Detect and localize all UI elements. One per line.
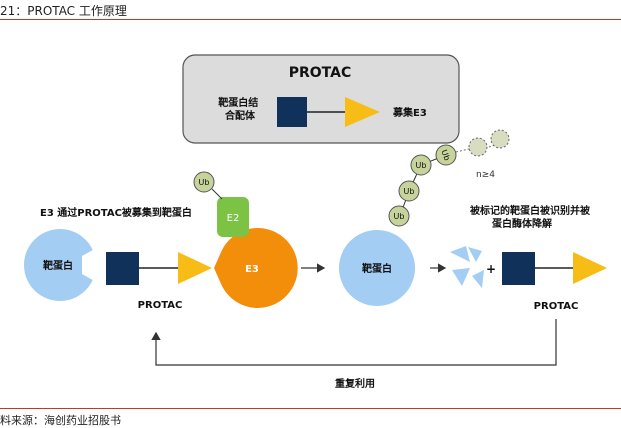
figure-caption: 21：PROTAC 工作原理 xyxy=(0,4,127,18)
source-note: 料来源：海创药业招股书 xyxy=(0,414,121,427)
bottom-rule xyxy=(0,408,621,409)
protac-triangle-step1 xyxy=(178,252,212,284)
e3-ligase xyxy=(214,227,298,308)
protac-label-step1: PROTAC xyxy=(138,300,183,311)
ubiquitin-dashed-1 xyxy=(468,137,488,157)
e2-enzyme xyxy=(217,197,249,237)
protac-square-step3 xyxy=(502,252,535,285)
protac-definition-box: PROTAC 靶蛋白结 合配体 募集E3 xyxy=(182,54,460,144)
target-protein-step2 xyxy=(339,230,415,306)
ubiquitin-4 xyxy=(435,144,457,166)
recycle-arrow xyxy=(151,319,557,366)
target-protein-step1 xyxy=(23,229,93,301)
ub-chain-bonds xyxy=(399,154,447,217)
target-ligand-label: 靶蛋白结 合配体 xyxy=(218,96,261,122)
step2-ubiquitination: 靶蛋白 Ub Ub Ub Ub n≥4 xyxy=(339,129,510,306)
target-ligand-label-line1: 靶蛋白结 xyxy=(218,96,258,109)
target-label-step1: 靶蛋白 xyxy=(43,259,73,272)
recycle-loop: 重复利用 xyxy=(151,319,557,390)
plus-sign: + xyxy=(486,262,496,276)
ub-label-4: Ub xyxy=(439,148,451,161)
target-ligand-square xyxy=(277,97,307,127)
step3-degradation: 被标记的靶蛋白被识别并被 蛋白酶体降解 + PROTAC xyxy=(450,204,607,312)
ub-label-2: Ub xyxy=(404,187,415,196)
ub-bond-dashed-1 xyxy=(455,147,474,153)
n-ge-4-label: n≥4 xyxy=(476,170,495,180)
step3-caption-line1: 被标记的靶蛋白被识别并被 xyxy=(470,204,591,217)
ubiquitin-dashed-2 xyxy=(490,129,510,149)
degraded-fragments xyxy=(450,246,484,288)
ubiquitin-1 xyxy=(388,205,410,227)
ubiquitin-step1 xyxy=(193,171,215,193)
protac-label-step3: PROTAC xyxy=(534,301,579,312)
ubiquitin-2 xyxy=(398,180,420,202)
recycle-label: 重复利用 xyxy=(335,377,375,390)
target-label-step2: 靶蛋白 xyxy=(362,262,392,275)
step3-caption-line2: 蛋白酶体降解 xyxy=(492,217,552,230)
step1-caption: E3 通过PROTAC被募集到靶蛋白 xyxy=(40,206,192,219)
recruit-e3-label: 募集E3 xyxy=(392,106,427,119)
step1-ternary-complex: E3 通过PROTAC被募集到靶蛋白 靶蛋白 PROTAC E3 E2 Ub xyxy=(23,171,298,311)
e2-label: E2 xyxy=(227,213,240,224)
protac-square-step1 xyxy=(106,252,139,285)
top-rule xyxy=(0,19,621,20)
ub-bond-step1 xyxy=(211,188,223,200)
ub-chain: Ub Ub Ub Ub xyxy=(388,129,510,227)
ub-label-1: Ub xyxy=(394,212,405,221)
target-ligand-label-line2: 合配体 xyxy=(224,109,256,122)
e3-label: E3 xyxy=(245,264,259,275)
protac-triangle-step3 xyxy=(573,252,607,284)
protac-box-title: PROTAC xyxy=(289,65,352,81)
e3-ligand-triangle xyxy=(345,97,380,127)
ubiquitin-3 xyxy=(410,154,432,176)
step3-caption: 被标记的靶蛋白被识别并被 蛋白酶体降解 xyxy=(470,204,593,230)
ub-label-step1: Ub xyxy=(199,178,210,187)
ub-label-3: Ub xyxy=(416,161,427,170)
